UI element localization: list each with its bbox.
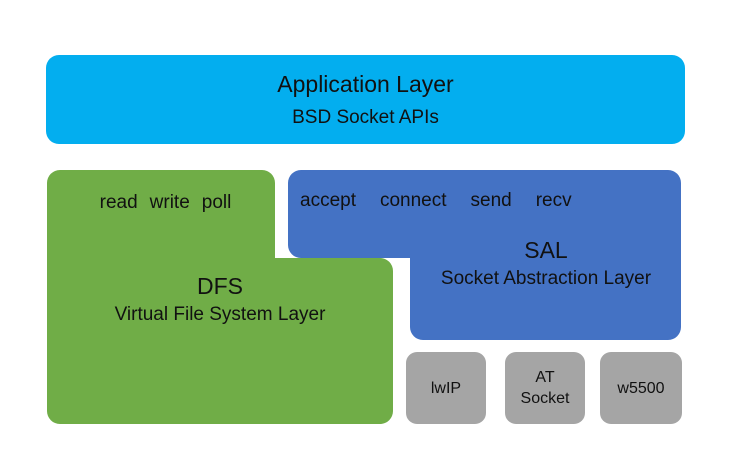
application-layer-subtitle: BSD Socket APIs	[292, 106, 439, 128]
sal-operation-send: send	[470, 190, 512, 211]
dfs-operation-poll: poll	[201, 192, 232, 213]
dfs-operation-read: read	[99, 192, 138, 213]
dfs-subtitle: Virtual File System Layer	[114, 304, 326, 325]
driver-box-at-socket[interactable]: AT Socket	[505, 352, 585, 424]
sal-title: SAL	[524, 237, 568, 263]
dfs-title-group: DFS Virtual File System Layer	[47, 272, 393, 328]
dfs-operation-write: write	[149, 192, 190, 213]
sal-operation-recv: recv	[535, 190, 572, 211]
sal-layer-shape[interactable]	[288, 170, 681, 340]
sal-subtitle: Socket Abstraction Layer	[440, 268, 652, 289]
driver-box-lwip[interactable]: lwIP	[406, 352, 486, 424]
sal-operations-row: accept connect send recv	[300, 188, 670, 214]
sal-operation-accept: accept	[300, 190, 356, 211]
driver-box-w5500[interactable]: w5500	[600, 352, 682, 424]
driver-label-lwip: lwIP	[430, 379, 462, 397]
dfs-title: DFS	[197, 273, 243, 299]
sal-title-group: SAL Socket Abstraction Layer	[404, 235, 688, 292]
sal-operation-connect: connect	[379, 190, 447, 211]
application-layer-block[interactable]: Application Layer BSD Socket APIs	[46, 55, 685, 144]
dfs-operations-row: read write poll	[58, 190, 273, 216]
application-layer-title: Application Layer	[277, 70, 454, 97]
dfs-layer-shape[interactable]	[47, 170, 393, 424]
driver-label-w5500: w5500	[617, 379, 665, 397]
driver-label-at-socket: AT Socket	[520, 369, 570, 407]
